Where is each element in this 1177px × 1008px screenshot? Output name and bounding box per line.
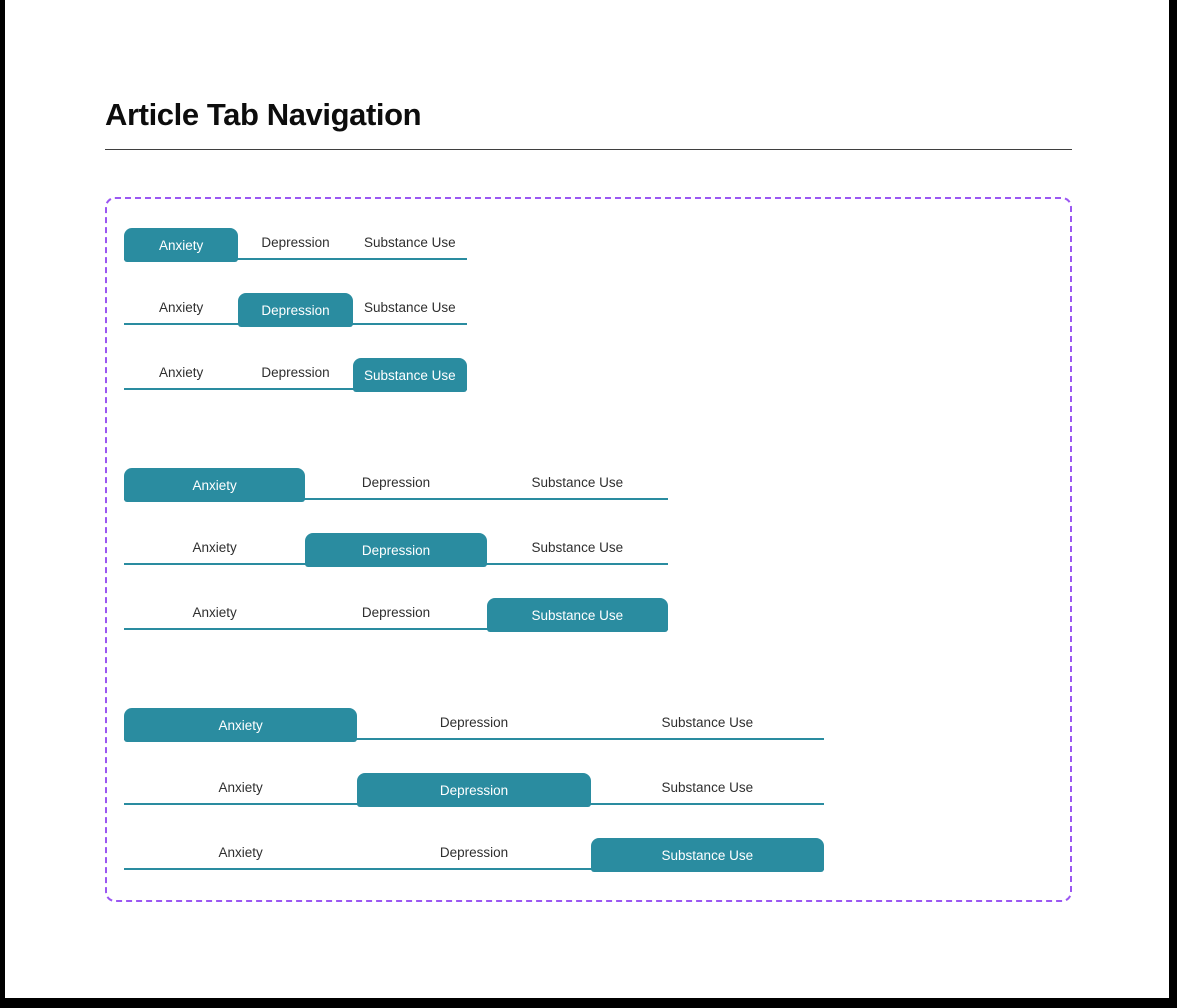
tab-depression[interactable]: Depression (238, 358, 352, 388)
tab-depression[interactable]: Depression (357, 708, 590, 738)
tab-depression[interactable]: Depression (305, 598, 486, 628)
tab-anxiety[interactable]: Anxiety (124, 838, 357, 868)
tab-depression[interactable]: Depression (305, 533, 487, 567)
tab-group-medium: Anxiety Depression Substance Use Anxiety… (124, 468, 668, 632)
tab-depression[interactable]: Depression (357, 838, 590, 868)
tab-group-small: Anxiety Depression Substance Use Anxiety… (124, 228, 467, 392)
tab-substance-use[interactable]: Substance Use (590, 838, 824, 872)
tab-bar: Anxiety Depression Substance Use (124, 358, 467, 392)
tab-anxiety[interactable]: Anxiety (124, 358, 238, 388)
tab-anxiety[interactable]: Anxiety (124, 228, 239, 262)
tab-depression[interactable]: Depression (357, 773, 591, 807)
tab-demo-container: Anxiety Depression Substance Use Anxiety… (105, 197, 1072, 902)
tab-group-large: Anxiety Depression Substance Use Anxiety… (124, 708, 824, 872)
tab-bar: Anxiety Depression Substance Use (124, 293, 467, 327)
tab-substance-use[interactable]: Substance Use (591, 708, 824, 738)
tab-depression[interactable]: Depression (305, 468, 486, 498)
tab-substance-use[interactable]: Substance Use (591, 773, 824, 803)
tab-bar: Anxiety Depression Substance Use (124, 468, 668, 502)
tab-anxiety[interactable]: Anxiety (124, 708, 358, 742)
tab-anxiety[interactable]: Anxiety (124, 773, 357, 803)
tab-anxiety[interactable]: Anxiety (124, 533, 305, 563)
tab-substance-use[interactable]: Substance Use (353, 228, 467, 258)
article-page: Article Tab Navigation Anxiety Depressio… (5, 0, 1169, 998)
tab-bar: Anxiety Depression Substance Use (124, 598, 668, 632)
tab-anxiety[interactable]: Anxiety (124, 293, 238, 323)
tab-bar: Anxiety Depression Substance Use (124, 708, 824, 742)
page-title: Article Tab Navigation (105, 97, 422, 132)
tab-substance-use[interactable]: Substance Use (486, 598, 668, 632)
tab-bar: Anxiety Depression Substance Use (124, 838, 824, 872)
tab-substance-use[interactable]: Substance Use (487, 468, 668, 498)
title-divider (105, 149, 1072, 150)
tab-depression[interactable]: Depression (238, 293, 353, 327)
tab-bar: Anxiety Depression Substance Use (124, 228, 467, 262)
tab-bar: Anxiety Depression Substance Use (124, 773, 824, 807)
tab-substance-use[interactable]: Substance Use (487, 533, 668, 563)
tab-substance-use[interactable]: Substance Use (352, 358, 467, 392)
tab-substance-use[interactable]: Substance Use (353, 293, 467, 323)
tab-bar: Anxiety Depression Substance Use (124, 533, 668, 567)
tab-anxiety[interactable]: Anxiety (124, 598, 305, 628)
tab-anxiety[interactable]: Anxiety (124, 468, 306, 502)
tab-depression[interactable]: Depression (238, 228, 352, 258)
